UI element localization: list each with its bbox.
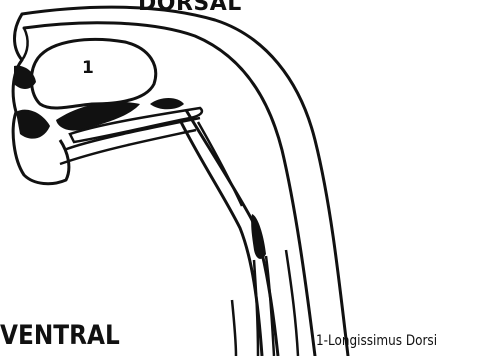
intermuscular-oval bbox=[150, 98, 184, 109]
descending-strand-inner bbox=[180, 120, 262, 356]
muscle-number-label: 1 bbox=[82, 58, 94, 78]
descending-strand-lower-2 bbox=[254, 260, 258, 356]
descending-strand-outer bbox=[186, 110, 278, 356]
descending-strand-lower-3 bbox=[286, 250, 298, 356]
descending-strand-lower-4 bbox=[232, 300, 236, 356]
spine-dark-fill-lower bbox=[16, 110, 50, 139]
ventral-label: VENTRAL bbox=[0, 320, 120, 351]
dorsal-process-inner bbox=[22, 28, 28, 60]
dorsal-label: DORSAL bbox=[138, 0, 242, 16]
legend-text: 1-Longissimus Dorsi bbox=[316, 333, 437, 349]
descending-dark-segment bbox=[251, 214, 266, 259]
